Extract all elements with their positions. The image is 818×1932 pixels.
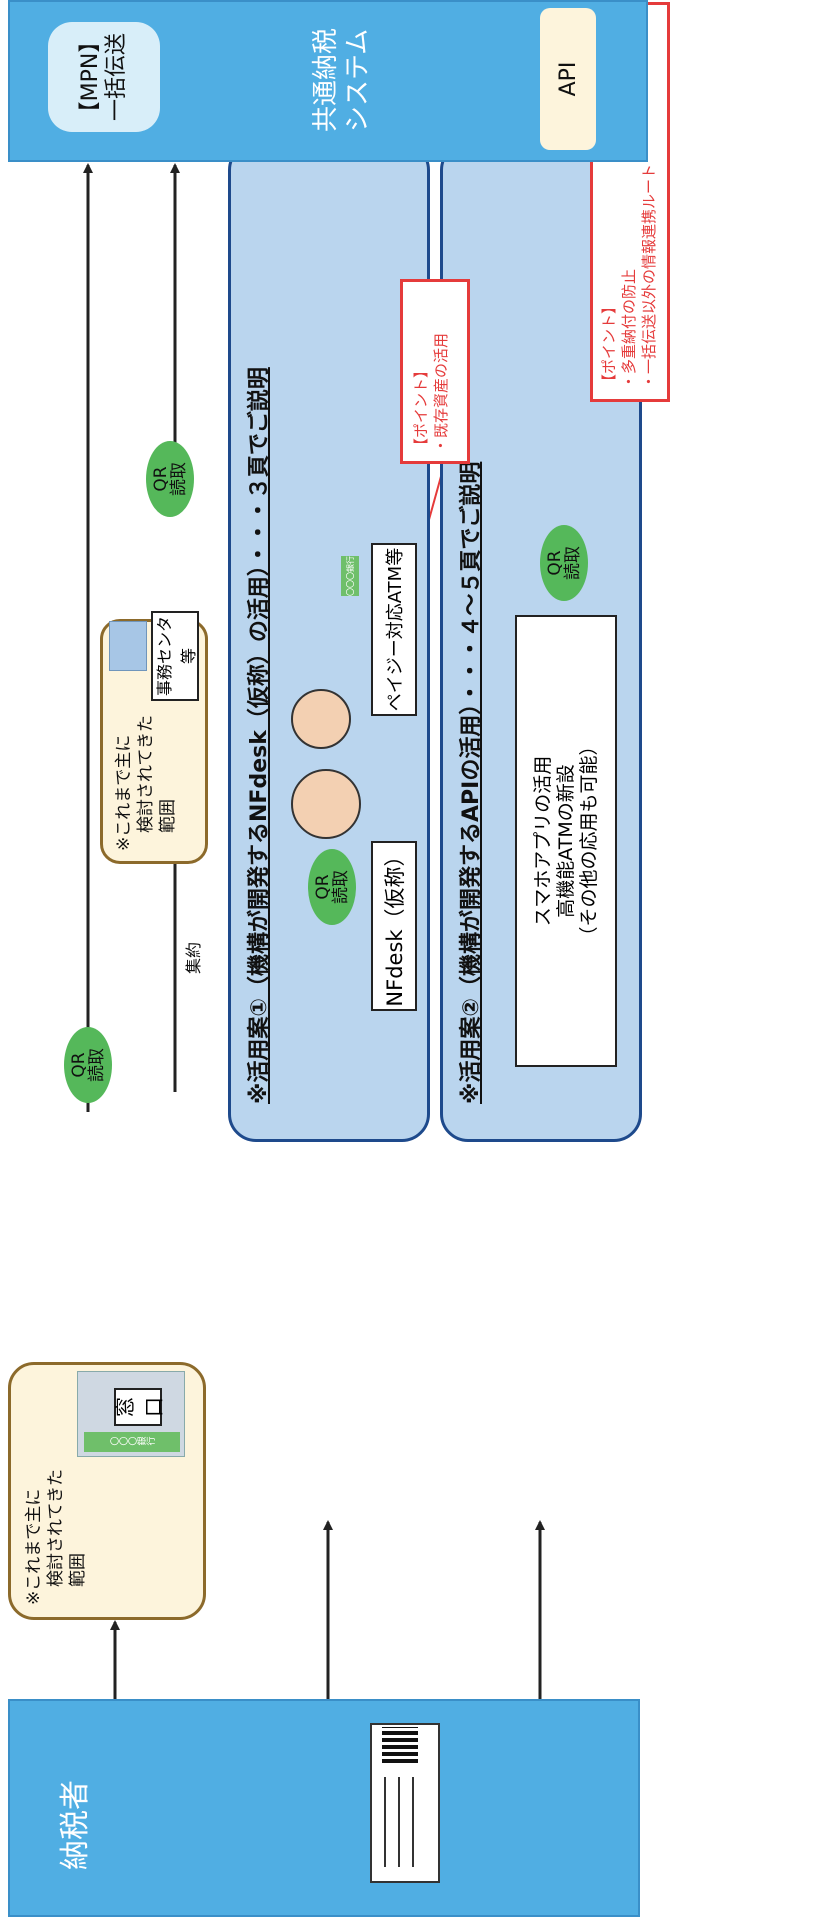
taxpayer-bar: 納税者: [8, 1699, 640, 1917]
point1-line1: 【ポイント】: [412, 362, 430, 453]
aggregate-label: 集約: [184, 941, 203, 974]
scope-box-office: ※これまで主に 検討されてきた範囲 事務センタ等: [100, 611, 208, 864]
qr-code-icon: [382, 1727, 418, 1763]
point1-callout: 【ポイント】 ・既存資産の活用: [400, 279, 470, 464]
system-label: 共通納税 システム: [310, 28, 374, 132]
scope-note-line2: 検討されてきた範囲: [136, 715, 178, 833]
app-atm-line2: 高機能ATMの新設: [554, 764, 577, 918]
app-atm-line1: スマホアプリの活用: [531, 755, 554, 927]
bank-building-icon: 〇〇〇銀行 窓口: [77, 1371, 185, 1457]
api-box: API: [540, 8, 596, 150]
scope-box-counter: ※これまで主に 検討されてきた範囲 〇〇〇銀行 窓口: [8, 1362, 206, 1620]
document-icon: [370, 1723, 440, 1883]
scope-note-office: ※これまで主に 検討されてきた範囲: [113, 711, 179, 851]
scope-note-counter: ※これまで主に 検討されてきた範囲: [23, 1465, 89, 1605]
bank-sign: 〇〇〇銀行: [84, 1432, 180, 1452]
plan1-title: ※活用案①（機構が開発するNFdesk（仮称）の活用）・・・３頁でご説明: [247, 367, 272, 1104]
system-line2: システム: [343, 28, 373, 132]
taxpayer-label-wrap: 納税者: [50, 1770, 95, 1880]
office-building-icon: [109, 621, 147, 671]
mpn-line1: 【MPN】: [78, 30, 103, 124]
app-atm-box: スマホアプリの活用 高機能ATMの新設 （その他の応用も可能）: [515, 615, 617, 1067]
staff-avatar-icon: [291, 769, 361, 839]
counter-label: 窓口: [113, 1388, 166, 1426]
system-line1: 共通納税: [311, 27, 341, 132]
atm-bank-sign: 〇〇〇銀行: [341, 556, 359, 596]
system-bar: 【MPN】 一括伝送 共通納税 システム API: [8, 0, 648, 162]
atm-box: ペイジー対応ATM等: [371, 543, 417, 716]
point1-line2: ・既存資産の活用: [432, 332, 450, 453]
scope-note-line2: 検討されてきた範囲: [46, 1469, 88, 1587]
customer-avatar-icon: [291, 689, 351, 749]
scope-note-line1: ※これまで主に: [114, 734, 134, 851]
app-atm-line3: （その他の応用も可能）: [577, 736, 600, 946]
mpn-line2: 一括伝送: [104, 33, 129, 122]
office-label: 事務センタ等: [151, 611, 199, 701]
scope-note-line1: ※これまで主に: [24, 1488, 44, 1605]
taxpayer-label: 納税者: [58, 1780, 93, 1870]
mpn-box: 【MPN】 一括伝送: [48, 22, 160, 132]
nfdesk-box: NFdesk（仮称）: [371, 841, 417, 1011]
